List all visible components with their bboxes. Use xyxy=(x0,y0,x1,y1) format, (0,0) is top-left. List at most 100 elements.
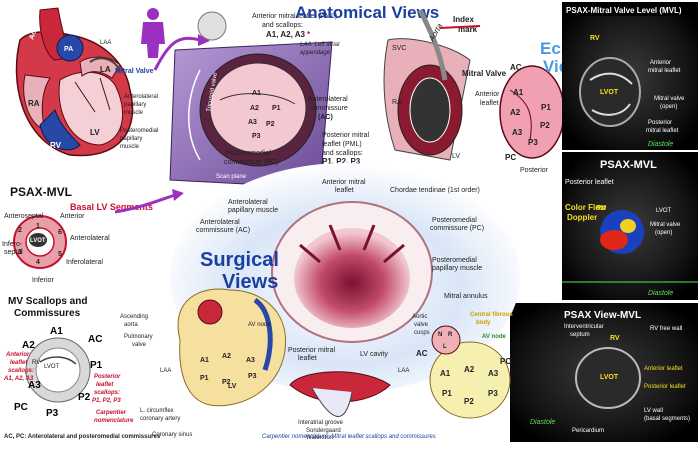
surg-post-mit-1: Posterior mitral xyxy=(288,347,336,354)
scallops-pc: PC xyxy=(14,402,28,413)
label-lv: LV xyxy=(90,128,100,137)
rv-shape xyxy=(39,109,81,151)
surg-ac-1: Anterolateral xyxy=(200,219,240,226)
base-p2: P2 xyxy=(222,379,231,386)
scallops-lvot: LVOT xyxy=(44,364,60,370)
carp-p1: P1 xyxy=(442,389,452,398)
base-aorta xyxy=(197,299,223,325)
base-asc-aorta-2: aorta xyxy=(124,322,138,328)
surg-pc-1: Posteromedial xyxy=(432,217,477,224)
label-aml-1: Anterior mitral leaflet (AML) xyxy=(252,13,337,20)
carp-av-node: AV node xyxy=(482,334,507,340)
seg-n6: 6 xyxy=(58,229,62,236)
tricuspid-outline xyxy=(188,69,201,161)
echo1-post-mit-2: mitral leaflet xyxy=(646,128,679,134)
surgical-valve-orifice xyxy=(294,228,410,328)
doppler-red-jet xyxy=(600,230,628,250)
carp-ac: AC xyxy=(416,349,428,358)
scallops-footer: AC, PC: Anterolateral and posteromedial … xyxy=(4,434,161,440)
label-z-a2: A2 xyxy=(510,108,521,117)
scallops-a1: A1 xyxy=(50,326,63,337)
scallops-p1: P1 xyxy=(90,360,103,371)
label-a2: A2 xyxy=(250,105,259,112)
label-postero-pap-2: papillary xyxy=(120,136,142,142)
echo1-ant-mit-1: Anterior xyxy=(650,60,671,66)
label-pc-2: commissure (PC) xyxy=(224,159,278,166)
surgical-views-title-1: Surgical xyxy=(200,249,279,271)
label-p1: P1 xyxy=(272,105,281,112)
basal-segments-panel: PSAX-MVL Basal LV Segments LVOT Anterose… xyxy=(2,185,153,284)
carp-laa: LAA xyxy=(398,368,409,374)
scallops-title-1: MV Scallops and xyxy=(8,296,87,307)
label-p3: P3 xyxy=(252,133,261,140)
surg-annulus: Mitral annulus xyxy=(444,293,488,300)
surg-chordae: Chordae tendinae (1st order) xyxy=(390,187,480,194)
echo2-color-1: Color Flow xyxy=(565,203,607,212)
scallops-p3: P3 xyxy=(46,408,59,419)
scallops-post-2: leaflet xyxy=(96,382,114,388)
label-antero-pap-1: Anterolateral xyxy=(124,94,158,100)
label-a3: A3 xyxy=(248,119,257,126)
echo3-rv: RV xyxy=(610,335,620,342)
echo-posterior-leaflet xyxy=(591,103,631,116)
base-a3: A3 xyxy=(246,357,255,364)
echo2-mv-open-2: (open) xyxy=(655,230,672,236)
seg-n2: 2 xyxy=(18,227,22,234)
label-aml-3: A1, A2, A3 xyxy=(266,30,306,39)
surg-pm-pap-1: Posteromedial xyxy=(432,257,477,264)
surgical-chordae xyxy=(299,224,405,264)
echo3-lv-ring xyxy=(575,347,641,409)
carp-aortic-valve xyxy=(431,325,461,355)
echo1-post-mit-1: Posterior xyxy=(648,120,672,126)
label-pc-z: PC xyxy=(505,153,516,162)
scallops-title-2: Commissures xyxy=(14,308,81,319)
echo-panel-1: PSAX-Mitral Valve Level (MVL) RV Anterio… xyxy=(562,2,698,150)
mitral-orifice xyxy=(409,77,451,143)
label-a1: A1 xyxy=(252,90,261,97)
surg-ant-pap-1: Anterolateral xyxy=(228,199,268,206)
echo3-lv-wall-1: LV wall xyxy=(644,408,663,414)
echo1-rv: RV xyxy=(590,35,600,42)
echo-panel-1-header xyxy=(562,2,698,16)
label-ac-z: AC xyxy=(510,63,522,72)
label-rv: RV xyxy=(50,141,62,150)
doppler-yellow-jet xyxy=(620,219,636,233)
echo2-color-2: Doppler xyxy=(567,213,597,222)
seg-anterolateral: Anterolateral xyxy=(70,235,110,242)
carp-n: N xyxy=(438,332,442,338)
pa-shape xyxy=(56,34,84,62)
label-laa-1: LAA: Left atrial xyxy=(300,42,340,48)
person-icon xyxy=(141,8,165,58)
base-lv: LV xyxy=(228,383,237,390)
label-laa: LAA xyxy=(100,40,111,46)
echo2-mv-open-1: Mitral valve xyxy=(650,222,681,228)
base-a1: A1 xyxy=(200,357,209,364)
arrowhead-icon xyxy=(198,34,210,46)
scallops-carp-2: nomenclature xyxy=(94,418,134,424)
carp-pc: PC xyxy=(500,357,511,366)
label-laa-2: appendage xyxy=(300,50,331,56)
seg-n1: 1 xyxy=(36,223,40,230)
seg-anterior: Anterior xyxy=(60,213,85,220)
echo2-lvot: LVOT xyxy=(656,208,672,214)
echo3-post-leaflet: Posterior leaflet xyxy=(644,384,686,390)
label-pml-1: Posterior mitral xyxy=(322,132,370,139)
surg-ant-pap-2: papillary muscle xyxy=(228,207,278,214)
base-cor-sinus: Coronary sinus xyxy=(152,432,192,438)
echo3-lvot: LVOT xyxy=(600,374,619,381)
surg-pm-pap-2: papillary muscle xyxy=(432,265,482,272)
scallops-ac: AC xyxy=(88,334,102,345)
base-circ-2: coronary artery xyxy=(140,416,180,422)
echo2-diastole: Diastole xyxy=(648,290,673,297)
base-laa: LAA xyxy=(160,368,171,374)
psax-mvl-left-title: PSAX-MVL xyxy=(10,185,72,199)
scallops-a3: A3 xyxy=(28,380,41,391)
label-antero-pap-2: papillary xyxy=(124,102,146,108)
valve-leaflets xyxy=(209,62,307,154)
echo3-ivs-2: septum xyxy=(570,332,590,338)
scallops-post-1: Posterior xyxy=(94,374,121,380)
carp-a1: A1 xyxy=(440,369,451,378)
label-ac-1: Anterolateral xyxy=(308,96,348,103)
echo3-pericardium: Pericardium xyxy=(572,428,604,434)
